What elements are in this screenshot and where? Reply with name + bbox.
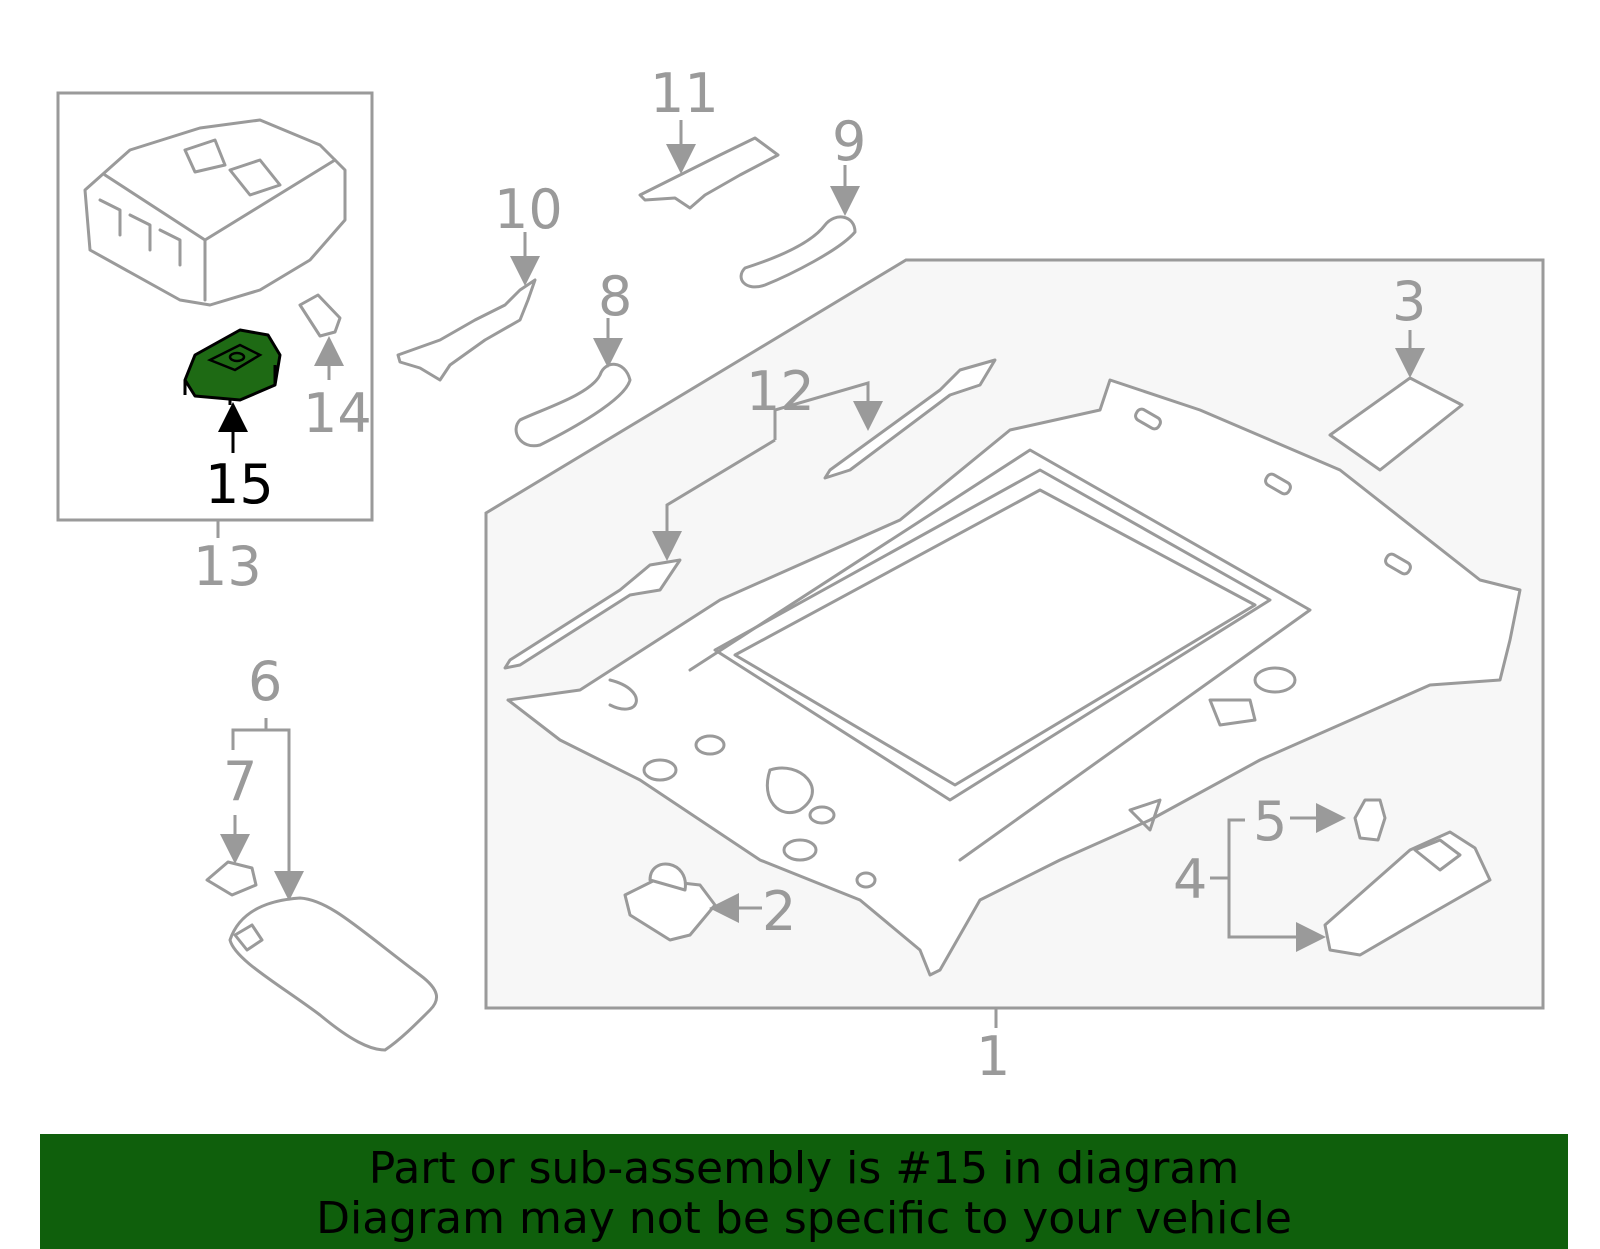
part-6-visor xyxy=(228,718,439,1052)
callout-7: 7 xyxy=(223,750,257,813)
part-13-box xyxy=(56,91,374,538)
callout-11: 11 xyxy=(650,62,719,125)
callout-6: 6 xyxy=(248,650,282,713)
part-12-rails xyxy=(503,358,997,670)
part-7-clip xyxy=(205,815,258,897)
part-8-grip xyxy=(514,318,632,448)
part-9-grip xyxy=(739,165,860,289)
callout-14: 14 xyxy=(303,382,372,445)
banner-line-1: Part or sub-assembly is #15 in diagram xyxy=(368,1143,1240,1194)
callout-4: 4 xyxy=(1173,848,1207,911)
callout-12: 12 xyxy=(746,360,815,423)
part-15-highlighted xyxy=(183,328,282,453)
banner-line-2: Diagram may not be specific to your vehi… xyxy=(316,1193,1292,1244)
headliner-panel xyxy=(506,378,1522,977)
part-11-bracket xyxy=(638,120,780,210)
callout-9: 9 xyxy=(832,110,866,173)
callout-2: 2 xyxy=(762,880,796,943)
callout-3: 3 xyxy=(1392,270,1426,333)
part-3-pad xyxy=(1328,330,1464,472)
callout-13: 13 xyxy=(193,535,262,598)
part-10-bracket xyxy=(396,232,540,382)
callout-8: 8 xyxy=(598,265,632,328)
callout-5: 5 xyxy=(1253,790,1287,853)
callout-15: 15 xyxy=(205,453,274,516)
callout-1: 1 xyxy=(976,1025,1010,1088)
callout-10: 10 xyxy=(494,178,563,241)
part-4-bracket xyxy=(1210,798,1492,957)
info-banner: Part or sub-assembly is #15 in diagram D… xyxy=(40,1134,1568,1249)
part-2-clip xyxy=(623,862,762,942)
